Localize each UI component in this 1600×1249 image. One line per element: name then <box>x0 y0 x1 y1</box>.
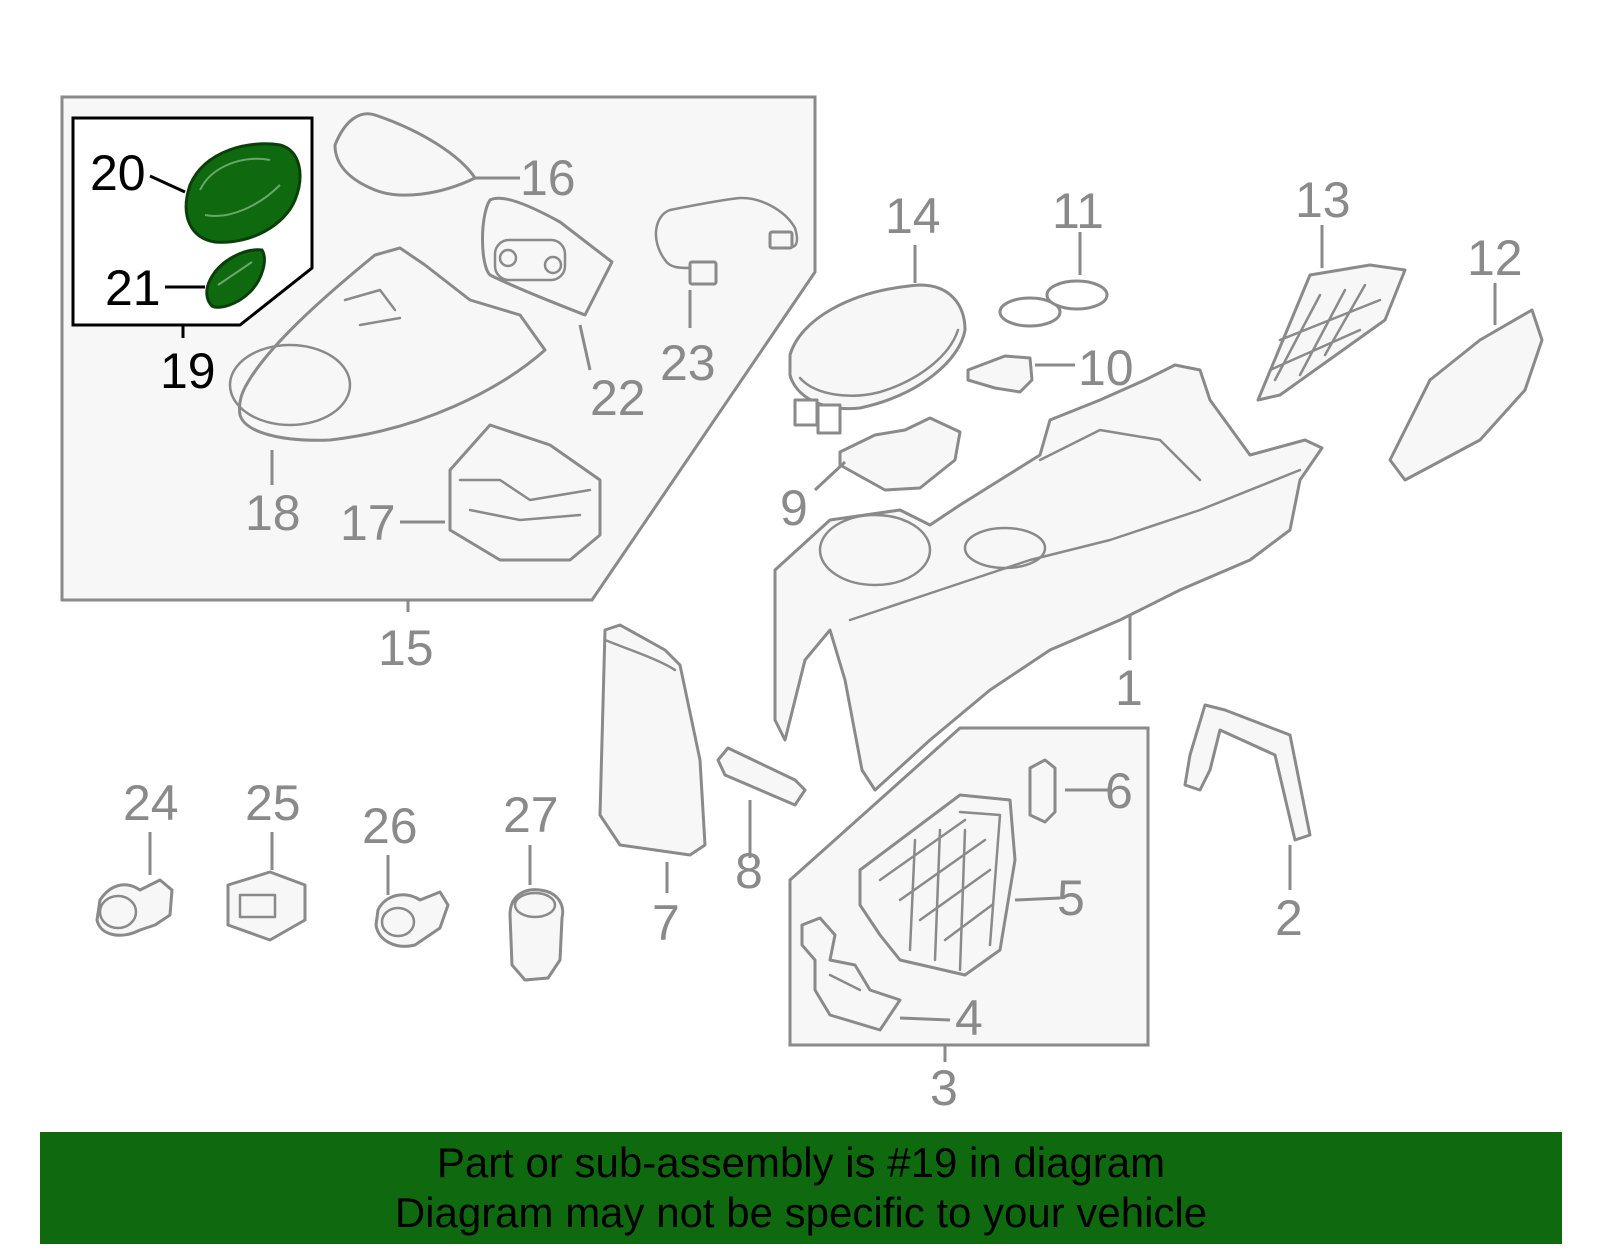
callout-19: 19 <box>160 343 216 399</box>
callout-12: 12 <box>1467 230 1523 286</box>
callout-9: 9 <box>780 480 808 536</box>
part-26[interactable] <box>374 890 450 948</box>
part-13[interactable] <box>1256 263 1407 402</box>
part-14[interactable] <box>788 283 967 435</box>
callout-15: 15 <box>378 620 434 676</box>
part-10[interactable] <box>966 354 1034 394</box>
callout-16: 16 <box>520 150 576 206</box>
callout-5: 5 <box>1057 870 1085 926</box>
callout-21: 21 <box>105 260 161 316</box>
part-25[interactable] <box>226 870 307 942</box>
callout-1: 1 <box>1115 660 1143 716</box>
callout-20: 20 <box>90 145 146 201</box>
footer-line-disclaimer: Diagram may not be specific to your vehi… <box>394 1189 1208 1236</box>
callout-3: 3 <box>930 1060 958 1116</box>
callout-6: 6 <box>1105 763 1133 819</box>
callout-2: 2 <box>1275 890 1303 946</box>
callout-22: 22 <box>590 370 646 426</box>
part-22[interactable] <box>481 196 614 317</box>
part-8[interactable] <box>716 746 807 807</box>
callout-8: 8 <box>735 843 763 899</box>
part-18[interactable] <box>228 246 547 442</box>
parts-diagram: 20 21 19 16 22 23 18 17 15 14 11 10 13 1… <box>60 95 1544 1116</box>
part-17[interactable] <box>448 423 602 562</box>
part-21-highlighted[interactable] <box>205 248 266 309</box>
footer-line-part-info: Part or sub-assembly is #19 in diagram <box>436 1139 1166 1186</box>
callout-11: 11 <box>1052 183 1104 239</box>
callout-7: 7 <box>652 895 680 951</box>
part-1[interactable] <box>773 363 1324 792</box>
callout-23: 23 <box>660 335 716 391</box>
callout-4: 4 <box>955 990 983 1046</box>
part-23[interactable] <box>654 196 799 286</box>
leader-lines <box>148 174 1497 1062</box>
callout-17: 17 <box>340 495 396 551</box>
callout-14: 14 <box>885 188 941 244</box>
part-5[interactable] <box>858 793 1017 977</box>
part-6[interactable] <box>1028 758 1057 824</box>
footer-banner: Part or sub-assembly is #19 in diagram D… <box>40 1132 1562 1244</box>
part-7[interactable] <box>598 623 707 857</box>
part-9[interactable] <box>838 416 962 492</box>
callout-18: 18 <box>245 485 301 541</box>
part-27[interactable] <box>508 888 565 982</box>
callout-27: 27 <box>503 787 559 843</box>
part-4[interactable] <box>800 916 902 1032</box>
part-12[interactable] <box>1388 308 1544 482</box>
callout-25: 25 <box>245 775 301 831</box>
callout-13: 13 <box>1295 172 1351 228</box>
callout-10: 10 <box>1078 340 1134 396</box>
part-2[interactable] <box>1183 703 1312 842</box>
callout-24: 24 <box>123 775 179 831</box>
part-11[interactable] <box>998 279 1109 328</box>
callout-26: 26 <box>362 798 418 854</box>
part-24[interactable] <box>95 878 174 937</box>
part-20-highlighted[interactable] <box>184 142 302 244</box>
